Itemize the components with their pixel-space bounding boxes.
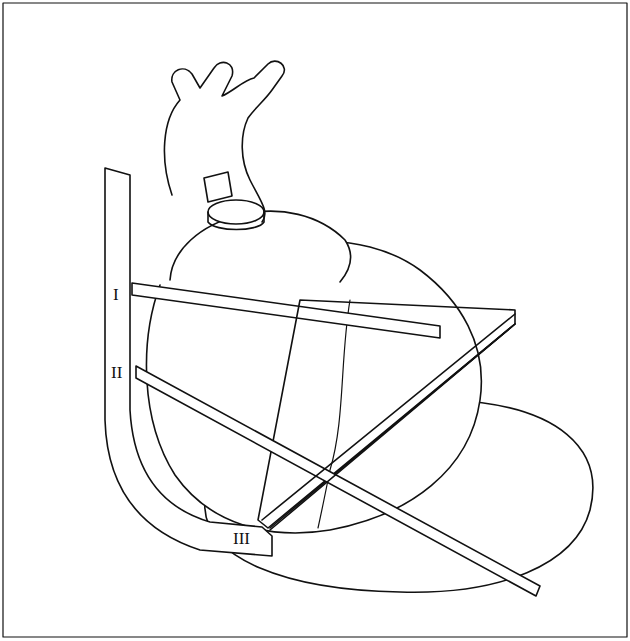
plane-numeral: II xyxy=(110,364,123,381)
plane-numeral: III xyxy=(232,530,251,547)
aorta xyxy=(164,61,284,222)
plane-long-axis xyxy=(258,300,515,528)
atrium xyxy=(170,211,350,282)
plane-two xyxy=(136,366,540,596)
septum xyxy=(318,300,350,528)
probe-strip xyxy=(105,168,272,556)
valve-disc-edge xyxy=(208,212,264,230)
frame xyxy=(3,3,627,637)
valve-disc xyxy=(208,200,264,224)
plane-numeral: I xyxy=(112,286,120,303)
pulmonary-artery xyxy=(204,172,232,202)
plane-three xyxy=(262,314,515,530)
plane-one xyxy=(132,283,440,338)
